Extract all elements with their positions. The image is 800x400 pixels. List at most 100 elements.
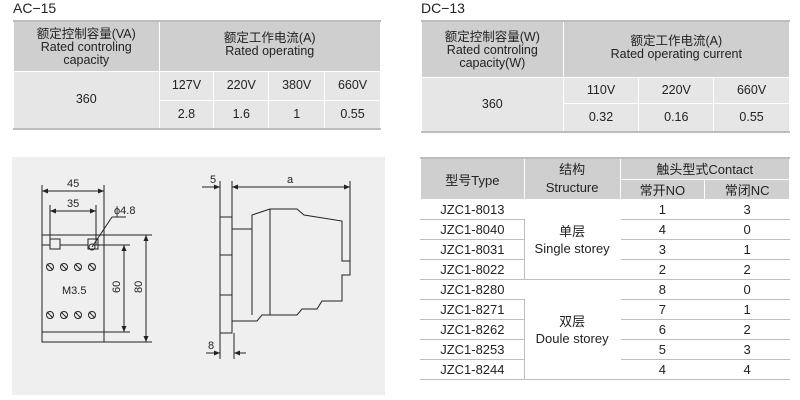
structure-single-cn: 单层 [559,223,586,239]
dc-current-header-en: Rated operating current [610,47,742,61]
table-row: JZC1-8031 3 1 [420,239,790,260]
ac-current: 1 [268,99,326,130]
table-row: JZC1-8022 2 2 [420,259,790,280]
ac-capacity-value: 360 [13,70,160,130]
ac-voltage: 660V [324,70,381,101]
dim-35: 35 [67,198,79,210]
dimension-arrows [42,184,350,356]
structure-double: 双层 Doule storey [523,279,621,380]
nc-count: 2 [704,319,790,340]
front-view-body [41,234,105,343]
dim-5: 5 [210,174,216,186]
no-count: 4 [619,359,706,380]
dimension-drawing: 45 35 ϕ4.8 M3.5 60 80 5 a 8 [12,157,385,395]
dc-current: 0.32 [562,102,640,133]
dc-capacity-header: 额定控制容量(W) Rated controling capacity(W) [421,20,564,78]
dc-capacity-value: 360 [421,76,564,133]
model-code: JZC1-8244 [420,359,525,380]
header-contact: 触头型式Contact [619,157,791,180]
terminal-row-bottom [46,311,96,319]
dimension-drawing-svg: 45 35 ϕ4.8 M3.5 60 80 5 a 8 [41,174,351,359]
dc-capacity-header-en1: Rated controling [446,43,538,57]
nc-count: 3 [704,339,790,360]
model-code: JZC1-8022 [420,259,525,280]
no-count: 2 [619,259,706,280]
structure-single: 单层 Single storey [523,199,621,280]
ac-capacity-header-cn: 额定控制容量(VA) [36,27,136,41]
ac-capacity-header-en2: capacity [63,53,110,67]
table-row: JZC1-8244 4 4 [420,359,790,380]
no-count: 3 [619,239,706,260]
dim-8: 8 [208,340,214,352]
model-code: JZC1-8262 [420,319,525,340]
no-count: 8 [619,279,706,300]
ac-table: 额定控制容量(VA) Rated controling capacity 额定工… [13,20,382,130]
dc-voltage: 660V [713,76,790,104]
structure-single-en: Single storey [534,240,610,256]
nc-count: 4 [704,359,790,380]
table-row: JZC1-8253 5 3 [420,339,790,360]
table-row: JZC1-8271 7 1 [420,299,790,320]
dc-current-header: 额定工作电流(A) Rated operating current [562,20,791,78]
dim-a: a [287,174,294,186]
table-row: JZC1-8040 4 0 [420,219,790,240]
ac-current-header-cn: 额定工作电流(A) [223,31,316,45]
nc-count: 0 [704,279,790,300]
dc-current-header-cn: 额定工作电流(A) [630,34,723,48]
model-code: JZC1-8040 [420,219,525,240]
nc-count: 1 [704,239,790,260]
structure-double-en: Doule storey [535,330,609,346]
dc-title: DC−13 [421,0,465,16]
header-structure-cn: 结构 [559,162,586,177]
dc-table: 额定控制容量(W) Rated controling capacity(W) 额… [421,20,791,133]
dc-capacity-header-en2: capacity(W) [459,56,526,70]
ac-voltage: 127V [158,70,215,101]
ac-current: 0.55 [324,99,381,130]
header-structure-en: Structure [545,180,599,195]
ac-current: 1.6 [213,99,270,130]
ac-capacity-header-en1: Rated controling [40,40,132,54]
terminal-row-top [46,263,96,271]
dim-45: 45 [67,178,79,190]
header-type: 型号Type [420,157,525,200]
ac-current: 2.8 [158,99,215,130]
no-count: 6 [619,319,706,340]
structure-double-cn: 双层 [559,313,586,329]
table-row: JZC1-8280 双层 Doule storey 8 0 [420,279,790,380]
dc-capacity-header-cn: 额定控制容量(W) [444,30,540,44]
nc-count: 2 [704,259,790,280]
no-count: 7 [619,299,706,320]
ac-current-header-en: Rated operating [225,44,315,58]
model-table: 型号Type 结构 Structure 触头型式Contact 常开NO 常闭N… [420,157,791,380]
no-count: 5 [619,339,706,360]
side-view-body [219,208,351,334]
model-code: JZC1-8013 [420,199,525,220]
model-code: JZC1-8271 [420,299,525,320]
ac-capacity-header: 额定控制容量(VA) Rated controling capacity [13,20,160,72]
nc-count: 1 [704,299,790,320]
header-structure: 结构 Structure [523,157,621,200]
dim-80: 80 [133,281,145,293]
no-count: 1 [619,199,706,220]
nc-count: 3 [704,199,790,220]
dc-voltage: 110V [562,76,640,104]
dc-current: 0.16 [638,102,715,133]
ac-current-header: 额定工作电流(A) Rated operating [158,20,382,72]
dc-current: 0.55 [713,102,790,133]
model-code: JZC1-8031 [420,239,525,260]
dc-voltage: 220V [638,76,715,104]
no-count: 4 [619,219,706,240]
ac-voltage: 380V [268,70,326,101]
header-nc: 常闭NC [704,178,790,200]
dim-hole: ϕ4.8 [114,205,135,217]
nc-count: 0 [704,219,790,240]
model-code: JZC1-8280 [420,279,525,300]
ac-voltage: 220V [213,70,270,101]
model-code: JZC1-8253 [420,339,525,360]
mounting-hole [88,243,96,251]
ac-title: AC−15 [13,0,57,16]
table-row: JZC1-8013 单层 Single storey 1 3 [420,199,790,280]
dim-60: 60 [111,281,123,293]
header-no: 常开NO [619,178,706,200]
dim-screw: M3.5 [62,285,86,297]
